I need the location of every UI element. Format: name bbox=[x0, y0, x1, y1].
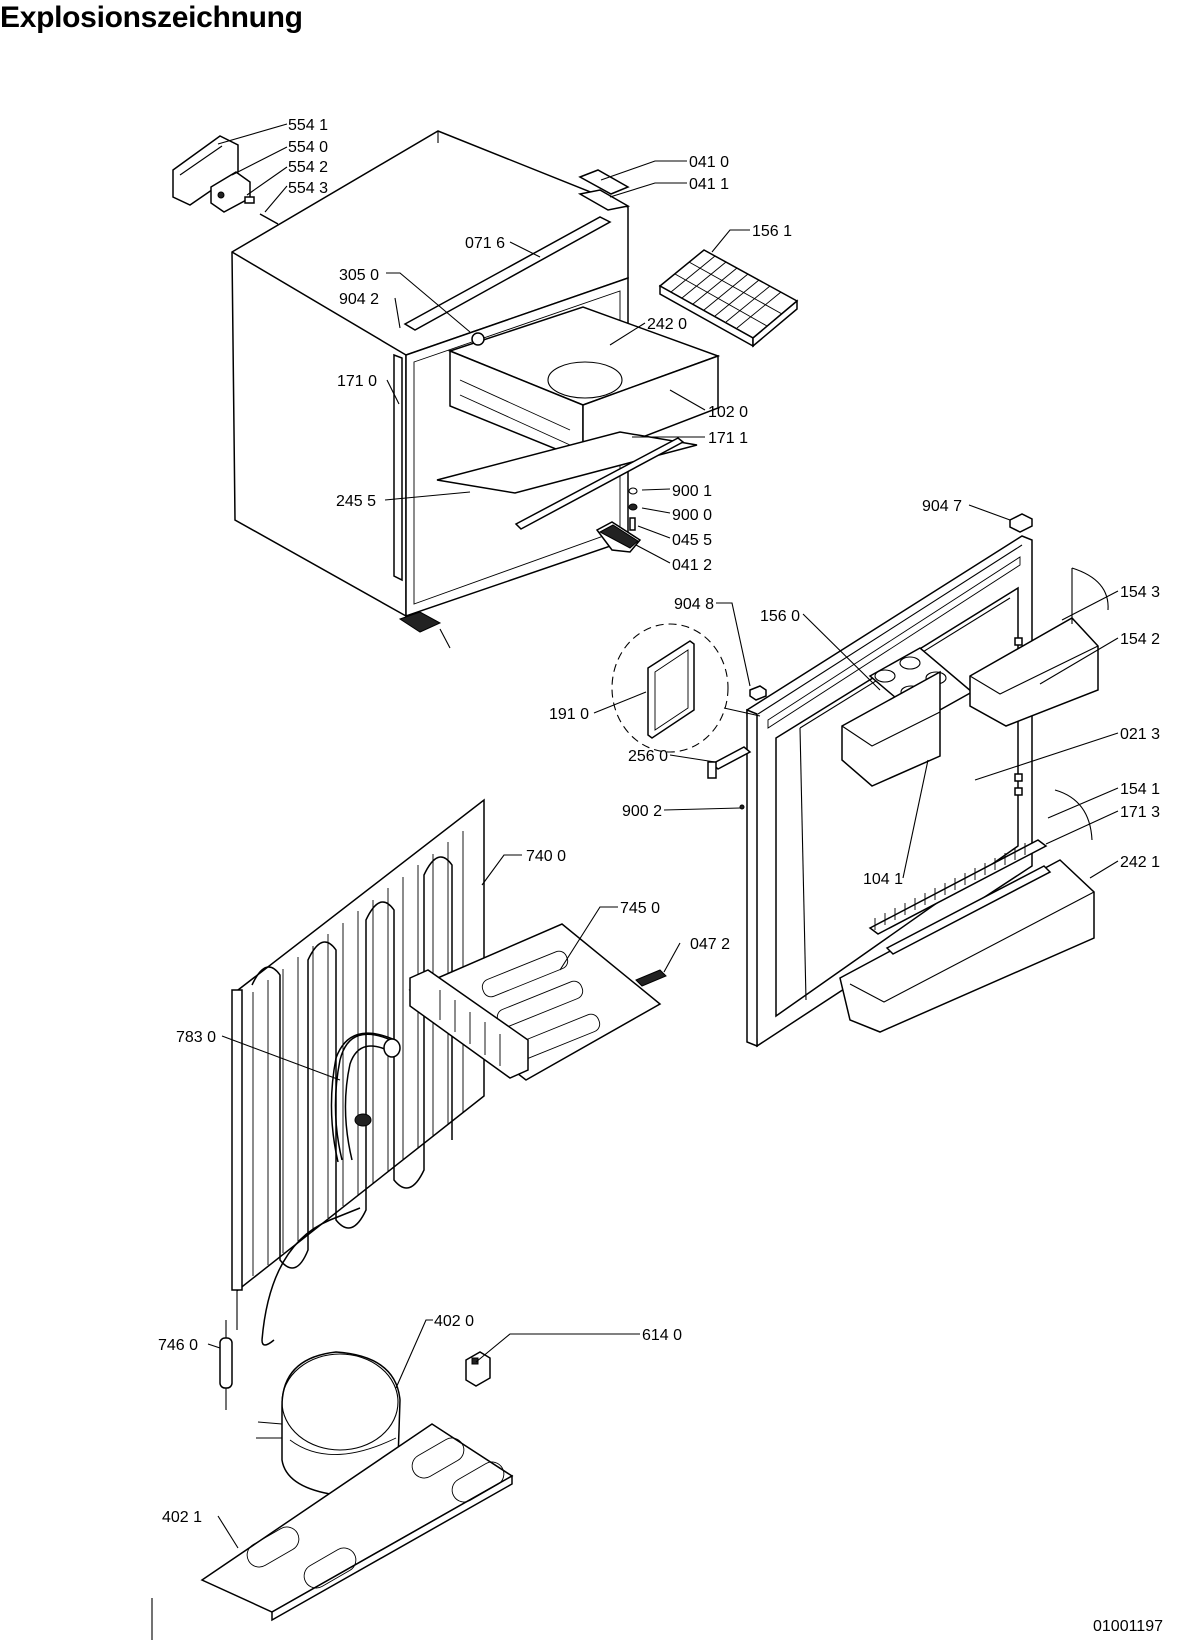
label-171-0: 171 0 bbox=[337, 373, 377, 390]
ice-cube-tray bbox=[658, 249, 799, 348]
label-102-0: 102 0 bbox=[708, 404, 748, 421]
label-554-1: 554 1 bbox=[288, 117, 328, 134]
label-900-1: 900 1 bbox=[672, 483, 712, 500]
drip-plate bbox=[436, 431, 698, 530]
freezer-flap bbox=[611, 623, 761, 753]
document-number: 01001197 bbox=[1093, 1618, 1163, 1635]
label-154-1: 154 1 bbox=[1120, 781, 1160, 798]
clip-047-2 bbox=[635, 969, 667, 987]
compressor-base-plate bbox=[200, 1423, 514, 1622]
label-256-0: 256 0 bbox=[628, 748, 668, 765]
label-900-2: 900 2 bbox=[622, 803, 662, 820]
label-191-0: 191 0 bbox=[549, 706, 589, 723]
part-labels: 554 1 554 0 554 2 554 3 041 0 041 1 071 … bbox=[158, 117, 1160, 1526]
hinge-bottom-left bbox=[398, 611, 451, 649]
cap-904-8 bbox=[749, 685, 767, 701]
label-041-1: 041 1 bbox=[689, 176, 729, 193]
label-041-0: 041 0 bbox=[689, 154, 729, 171]
compressor bbox=[256, 1351, 401, 1496]
grille-154-1 bbox=[868, 789, 1093, 955]
label-154-2: 154 2 bbox=[1120, 631, 1160, 648]
label-402-0: 402 0 bbox=[434, 1313, 474, 1330]
hinge-256 bbox=[707, 746, 752, 779]
label-242-0: 242 0 bbox=[647, 316, 687, 333]
door-bin-104 bbox=[841, 670, 941, 787]
label-242-1: 242 1 bbox=[1120, 854, 1160, 871]
filter-drier bbox=[219, 1320, 233, 1410]
label-740-0: 740 0 bbox=[526, 848, 566, 865]
condenser-tray bbox=[408, 923, 662, 1081]
label-614-0: 614 0 bbox=[642, 1327, 682, 1344]
thermostat-housing bbox=[172, 135, 279, 225]
label-071-6: 071 6 bbox=[465, 235, 505, 252]
label-554-3: 554 3 bbox=[288, 180, 328, 197]
label-745-0: 745 0 bbox=[620, 900, 660, 917]
leader-lines bbox=[151, 123, 1119, 1640]
label-156-1: 156 1 bbox=[752, 223, 792, 240]
label-047-2: 047 2 bbox=[690, 936, 730, 953]
shelf-lower-242-1 bbox=[839, 859, 1095, 1033]
label-245-5: 245 5 bbox=[336, 493, 376, 510]
label-156-0: 156 0 bbox=[760, 608, 800, 625]
label-402-1: 402 1 bbox=[162, 1509, 202, 1526]
cap-904-7 bbox=[1009, 513, 1033, 533]
label-154-3: 154 3 bbox=[1120, 584, 1160, 601]
screw-305 bbox=[471, 332, 485, 346]
relay-614 bbox=[465, 1351, 491, 1387]
label-305-0: 305 0 bbox=[339, 267, 379, 284]
label-045-5: 045 5 bbox=[672, 532, 712, 549]
top-rail bbox=[403, 216, 612, 331]
label-904-8: 904 8 bbox=[674, 596, 714, 613]
label-171-1: 171 1 bbox=[708, 430, 748, 447]
door-seal-left-gasket bbox=[393, 353, 403, 582]
label-021-3: 021 3 bbox=[1120, 726, 1160, 743]
small-parts-group bbox=[595, 487, 642, 553]
label-171-3: 171 3 bbox=[1120, 804, 1160, 821]
label-904-7: 904 7 bbox=[922, 498, 962, 515]
shelf-upper-154-2 bbox=[969, 567, 1109, 727]
capillary-tube-783 bbox=[330, 1032, 401, 1163]
label-041-2: 041 2 bbox=[672, 557, 712, 574]
label-746-0: 746 0 bbox=[158, 1337, 198, 1354]
page-title: Explosionszeichnung bbox=[0, 1, 303, 34]
condenser-coil bbox=[231, 798, 485, 1346]
label-554-2: 554 2 bbox=[288, 159, 328, 176]
label-554-0: 554 0 bbox=[288, 139, 328, 156]
label-904-2: 904 2 bbox=[339, 291, 379, 308]
hinge-top bbox=[577, 169, 631, 211]
label-104-1: 104 1 bbox=[863, 871, 903, 888]
label-900-0: 900 0 bbox=[672, 507, 712, 524]
label-783-0: 783 0 bbox=[176, 1029, 216, 1046]
